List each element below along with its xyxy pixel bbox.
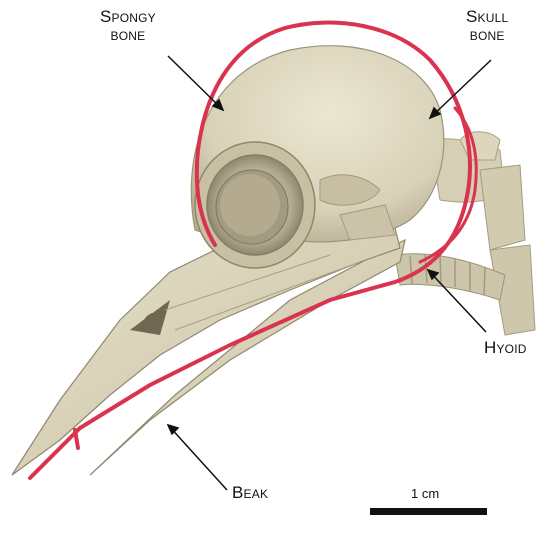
leader-lines: [166, 55, 492, 491]
nostril-opening: [130, 300, 170, 335]
hyoid-bone-highlight: [28, 20, 478, 480]
label-spongy-bone-line2: bone: [110, 24, 146, 44]
label-skull-bone: Skull bone: [466, 8, 508, 44]
neck-vertebrae: [429, 131, 536, 336]
leader-skull-bone: [429, 59, 492, 119]
leader-hyoid: [427, 269, 487, 333]
label-skull-bone-line2: bone: [469, 24, 505, 44]
eye-ring: [194, 141, 316, 269]
label-skull-bone-line1: Skull: [466, 7, 509, 26]
label-hyoid: Hyoid: [484, 338, 527, 357]
upper-beak: [11, 224, 401, 476]
scale-bar: [370, 508, 487, 515]
label-beak: Beak: [232, 483, 269, 502]
label-spongy-bone: Spongy bone: [100, 8, 156, 44]
label-spongy-bone-line1: Spongy: [100, 7, 156, 26]
leader-beak: [167, 424, 228, 491]
scale-bar-label: 1 cm: [411, 486, 440, 501]
lower-mandible: [89, 238, 406, 476]
leader-spongy-bone: [167, 55, 224, 111]
